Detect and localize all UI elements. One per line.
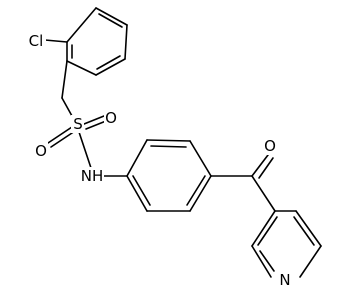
svg-text:O: O [35,142,47,160]
ketone-group [210,154,274,179]
atom-label-o-sulfonyl-right: O [104,109,118,127]
chlorophenyl-ring [66,7,128,76]
svg-text:S: S [73,115,83,133]
c-cl-bond [44,39,68,43]
atom-label-nh: NH [80,167,104,185]
atom-label-o-ketone: O [263,137,277,155]
sulfonyl-oxygen-bonds [47,115,107,148]
svg-text:O: O [105,109,117,127]
methylene-linker [61,60,73,117]
s-n-bond [78,131,92,169]
atom-label-cl: Cl [27,32,46,50]
svg-text:O: O [264,137,276,155]
atom-label-o-sulfonyl-left: O [34,142,48,160]
svg-text:N: N [279,271,290,288]
pyridine-ring [251,175,322,278]
svg-text:Cl: Cl [29,32,44,50]
atom-label-s: S [71,115,84,133]
phenylene-ring [126,139,212,212]
svg-text:NH: NH [81,167,104,185]
atom-label-n-pyridine: N [278,271,293,288]
